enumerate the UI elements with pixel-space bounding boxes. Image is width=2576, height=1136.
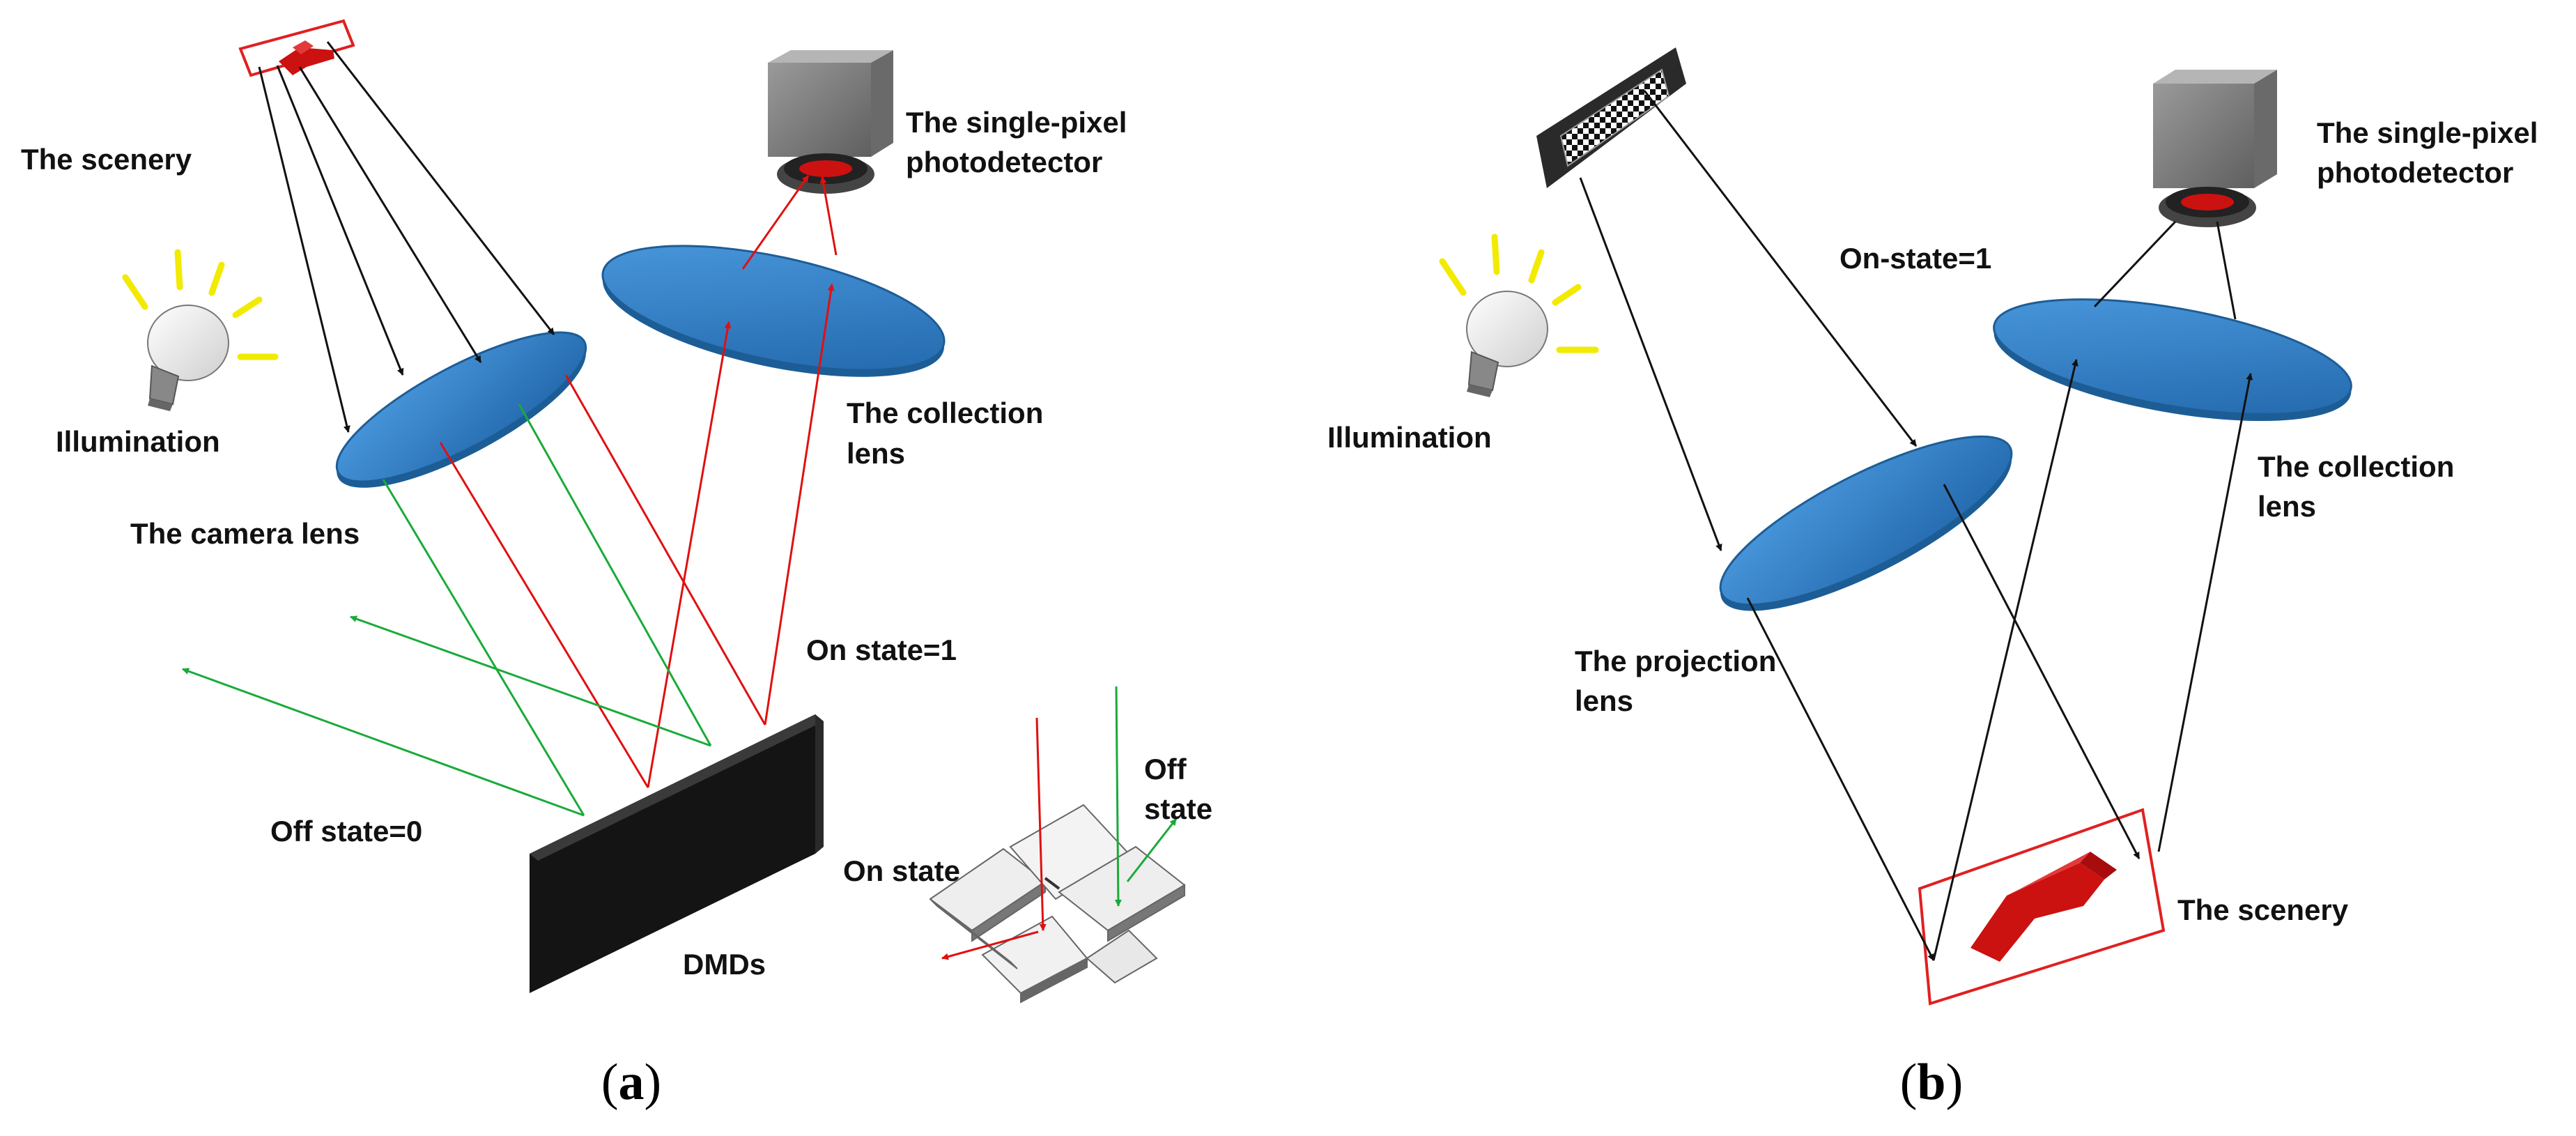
label-collection-line1: The collection (847, 397, 1043, 429)
off-state-rays (182, 404, 712, 817)
camera-lens-icon (335, 331, 587, 488)
caption-a: (a) (601, 1054, 661, 1111)
label-scenery: The scenery (21, 143, 192, 176)
label-projection-line2: lens (1575, 684, 1633, 717)
label-collection-line1: The collection (2258, 450, 2454, 483)
collection-lens-icon (601, 245, 946, 377)
label-detector-line1: The single-pixel (906, 106, 1127, 139)
on-state-rays (439, 175, 838, 788)
label-camera-lens: The camera lens (130, 517, 360, 550)
collection-lens-icon (1993, 298, 2352, 422)
checkerboard-mask-icon (1536, 47, 1686, 188)
label-inset-on-state: On state (843, 854, 960, 887)
scenery-to-lens-rays (258, 41, 555, 433)
panel-b: On-state=1 Illumination The single-pixel… (1327, 47, 2538, 1111)
scenery-icon (238, 19, 355, 77)
label-collection-line2: lens (847, 437, 905, 470)
label-on-state: On-state=1 (1840, 242, 1991, 275)
label-projection-line1: The projection (1575, 645, 1776, 677)
label-detector-line2: photodetector (2317, 156, 2513, 189)
photodetector-icon (2153, 70, 2277, 227)
label-detector-line2: photodetector (906, 146, 1102, 178)
label-collection-line2: lens (2258, 490, 2316, 523)
light-bulb-icon (122, 249, 279, 411)
label-illumination: Illumination (1327, 421, 1492, 454)
label-inset-off-line1: Off (1144, 753, 1187, 785)
micromirror-inset (929, 686, 1186, 1004)
micromirror-tiles (929, 804, 1186, 1004)
label-illumination: Illumination (56, 425, 220, 458)
label-dmds: DMDs (683, 948, 766, 981)
label-detector-line1: The single-pixel (2317, 116, 2538, 149)
projection-lens-icon (1719, 435, 2013, 611)
photodetector-icon (768, 50, 893, 194)
light-bulb-icon (1439, 233, 1599, 397)
caption-b: (b) (1900, 1054, 1963, 1111)
label-on-state: On state=1 (806, 634, 957, 666)
label-scenery: The scenery (2177, 893, 2349, 926)
projection-rays (1579, 90, 2253, 961)
label-off-state: Off state=0 (270, 815, 422, 847)
panel-a: The scenery Illumination The camera lens… (21, 19, 1212, 1111)
scenery-icon (1918, 808, 2166, 1006)
label-inset-off-line2: state (1144, 792, 1212, 825)
dmd-panel-icon (530, 714, 824, 993)
